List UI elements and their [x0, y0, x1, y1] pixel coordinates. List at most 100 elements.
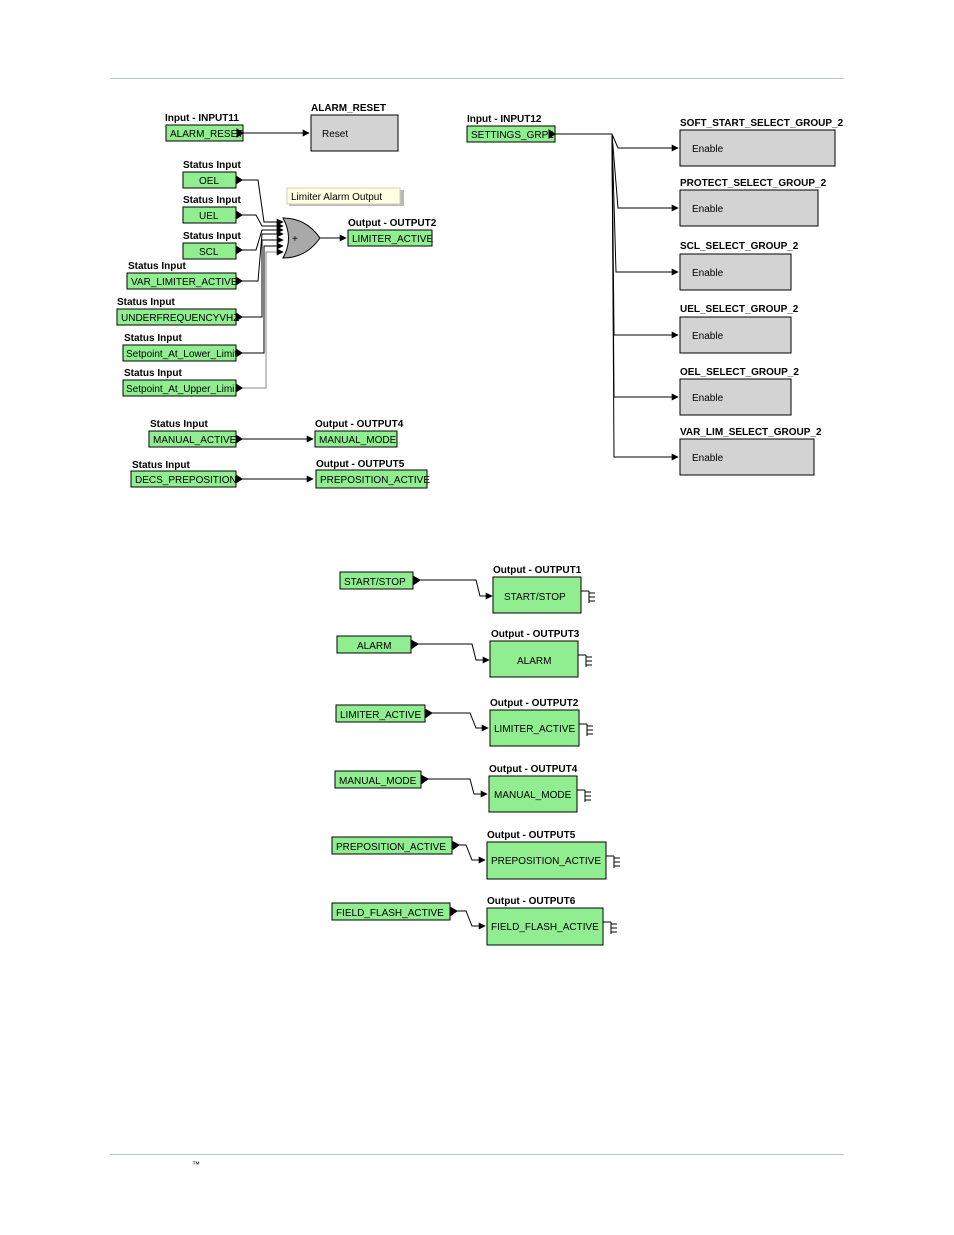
var-lim-select-enable-label: Enable — [692, 453, 724, 464]
target-blocks: Reset Enable Enable Enable Enable Enable… — [310, 114, 836, 476]
manual-mode-input-label: MANUAL_MODE — [339, 776, 417, 787]
wire-grp2-2 — [611, 133, 679, 212]
wire-b4 — [428, 778, 488, 798]
soft-start-enable-label: Enable — [692, 144, 724, 155]
protect-enable-label: Enable — [692, 204, 724, 215]
wire-uel — [236, 214, 284, 230]
output4-title: Output - OUTPUT4 — [315, 419, 404, 430]
wire-b2 — [418, 643, 490, 664]
decs-preposition-block[interactable]: DECS_PREPOSITION — [130, 470, 243, 488]
preposition-active-input-label: PREPOSITION_ACTIVE — [336, 842, 446, 853]
output6-title: Output - OUTPUT6 — [487, 896, 576, 907]
bottom-blocks: START/STOP START/STOP ALARM ALARM LIMITE… — [331, 571, 620, 946]
or-gate[interactable]: + — [282, 217, 321, 259]
input11-label: ALARM_RESET — [170, 129, 243, 140]
output4-block[interactable]: MANUAL_MODE — [314, 430, 398, 448]
lower-limit-block[interactable]: Setpoint_At_Lower_Limit — [122, 344, 243, 362]
oel-select-enable-label: Enable — [692, 393, 724, 404]
manual-active-block[interactable]: MANUAL_ACTIVE — [148, 430, 243, 448]
start-stop-input-block[interactable]: START/STOP — [339, 571, 421, 590]
decs-title: Status Input — [132, 460, 190, 471]
start-stop-input-label: START/STOP — [344, 577, 406, 588]
lower-limit-label: Setpoint_At_Lower_Limit — [126, 349, 237, 360]
input11-title: Input - INPUT11 — [165, 113, 239, 124]
alarm-input-label: ALARM — [357, 641, 391, 652]
manual-mode-output-block[interactable]: MANUAL_MODE — [488, 775, 591, 813]
scl-title: Status Input — [183, 231, 241, 242]
oel-label: OEL — [199, 176, 219, 187]
start-stop-output-block[interactable]: START/STOP — [492, 576, 595, 614]
soft-start-block[interactable]: Enable — [679, 129, 836, 167]
output5-title: Output - OUTPUT5 — [316, 459, 405, 470]
wire-grp2-1 — [555, 133, 679, 152]
field-flash-input-label: FIELD_FLASH_ACTIVE — [336, 908, 444, 919]
output1-title: Output - OUTPUT1 — [493, 565, 582, 576]
manual-active-label: MANUAL_ACTIVE — [153, 435, 237, 446]
scl-block[interactable]: SCL — [182, 242, 243, 260]
input12-title: Input - INPUT12 — [467, 114, 542, 125]
output2-block[interactable]: LIMITER_ACTIVE — [347, 229, 433, 247]
input11-block[interactable]: ALARM_RESET — [165, 124, 244, 142]
uel-block[interactable]: UEL — [182, 206, 243, 224]
footer-rule — [110, 1154, 844, 1155]
protect-block[interactable]: Enable — [679, 189, 819, 227]
field-flash-input-block[interactable]: FIELD_FLASH_ACTIVE — [331, 902, 458, 921]
output2-title: Output - OUTPUT2 — [348, 218, 437, 229]
output5-bottom-title: Output - OUTPUT5 — [487, 830, 576, 841]
uel-select-block[interactable]: Enable — [679, 316, 792, 354]
preposition-active-input-block[interactable]: PREPOSITION_ACTIVE — [331, 836, 460, 855]
limiter-active-output-block[interactable]: LIMITER_ACTIVE — [489, 709, 593, 747]
var-limiter-label: VAR_LIMITER_ACTIVE — [131, 277, 238, 288]
oel-block[interactable]: OEL — [182, 171, 243, 189]
alarm-input-block[interactable]: ALARM — [336, 635, 419, 654]
wire-var — [236, 230, 284, 282]
upper-limit-title: Status Input — [124, 368, 182, 379]
alarm-output-label: ALARM — [517, 656, 551, 667]
soft-start-title: SOFT_START_SELECT_GROUP_2 — [680, 118, 844, 129]
upper-limit-label: Setpoint_At_Upper_Limi — [126, 384, 234, 395]
start-stop-output-label: START/STOP — [504, 592, 566, 603]
manual-title: Status Input — [150, 419, 208, 430]
preposition-active-output-block[interactable]: PREPOSITION_ACTIVE — [486, 841, 620, 880]
wire-low — [236, 242, 284, 354]
input12-block[interactable]: SETTINGS_GRP2 — [466, 125, 556, 143]
underfrequency-label: UNDERFREQUENCYVHZ — [121, 313, 239, 324]
wire-grp2-5 — [611, 133, 679, 401]
output2-label: LIMITER_ACTIVE — [352, 234, 433, 245]
manual-mode-input-block[interactable]: MANUAL_MODE — [334, 770, 429, 789]
oel-select-block[interactable]: Enable — [679, 378, 792, 416]
scl-select-block[interactable]: Enable — [679, 253, 792, 291]
scl-select-title: SCL_SELECT_GROUP_2 — [680, 241, 799, 252]
wire-grp2-4 — [611, 133, 679, 339]
uel-title: Status Input — [183, 195, 241, 206]
wire-uf — [236, 236, 284, 318]
field-flash-output-block[interactable]: FIELD_FLASH_ACTIVE — [486, 907, 617, 946]
wire-b3 — [432, 712, 489, 732]
alarm-output-block[interactable]: ALARM — [489, 640, 592, 678]
preposition-active-output-label: PREPOSITION_ACTIVE — [491, 856, 601, 867]
output4-bottom-title: Output - OUTPUT4 — [489, 764, 578, 775]
output5-block[interactable]: PREPOSITION_ACTIVE — [315, 469, 430, 489]
upper-limit-block[interactable]: Setpoint_At_Upper_Limi — [122, 379, 243, 397]
uel-select-title: UEL_SELECT_GROUP_2 — [680, 304, 799, 315]
lower-limit-title: Status Input — [124, 333, 182, 344]
wire-b5 — [459, 844, 486, 864]
wire-oel — [236, 179, 284, 226]
uel-label: UEL — [199, 211, 219, 222]
field-flash-output-label: FIELD_FLASH_ACTIVE — [491, 922, 599, 933]
var-limiter-block[interactable]: VAR_LIMITER_ACTIVE — [126, 272, 243, 290]
limiter-active-input-block[interactable]: LIMITER_ACTIVE — [335, 704, 433, 723]
underfrequency-block[interactable]: UNDERFREQUENCYVHZ — [116, 308, 243, 326]
limiter-active-output-label: LIMITER_ACTIVE — [494, 724, 575, 735]
input12-label: SETTINGS_GRP2 — [471, 130, 554, 141]
wire-scl — [236, 226, 284, 251]
titles: Input - INPUT11 ALARM_RESET Status Input… — [117, 103, 844, 907]
alarm-reset-block[interactable]: Reset — [310, 114, 399, 152]
tooltip-limiter-alarm: Limiter Alarm Output — [286, 187, 404, 206]
output4-label: MANUAL_MODE — [319, 435, 397, 446]
wire-b6 — [457, 910, 486, 930]
connector-layer — [236, 129, 679, 930]
limiter-active-input-label: LIMITER_ACTIVE — [340, 710, 421, 721]
var-lim-select-block[interactable]: Enable — [679, 438, 815, 476]
